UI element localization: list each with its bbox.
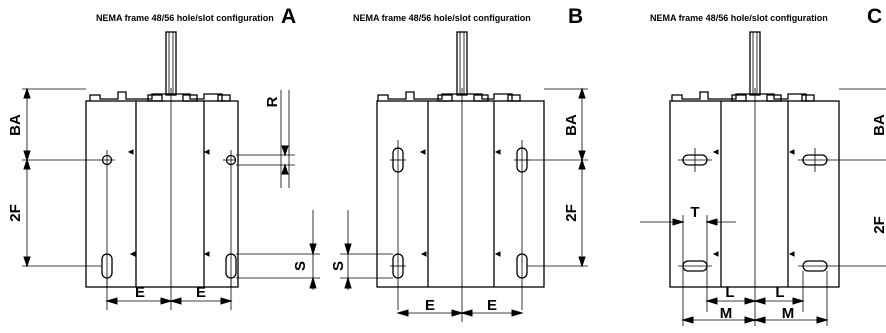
dimension-lines-c: [640, 88, 886, 326]
dim-r-label: R: [264, 96, 281, 107]
dim-l-label: L: [725, 284, 734, 301]
dim-t-label: T: [690, 204, 699, 221]
view-a-letter: A: [281, 5, 296, 28]
dim-e-label: E: [425, 297, 435, 314]
dim-e-label: E: [487, 297, 497, 314]
dim-e-label: E: [135, 284, 145, 301]
dim-m-label: M: [782, 305, 795, 322]
dim-e-label: E: [196, 284, 206, 301]
dim-ba-label: BA: [7, 114, 24, 136]
dimension-labels-b: S BA 2F E E: [330, 114, 580, 314]
view-a: NEMA frame 48/56 hole/slot configuration…: [7, 5, 320, 310]
dimension-labels-c: BA 2F T L L M M: [690, 114, 886, 322]
dim-ba-label: BA: [563, 114, 580, 136]
view-c: NEMA frame 48/56 hole/slot configuration…: [640, 5, 886, 326]
view-b-letter: B: [568, 5, 583, 28]
motor-outline-a: [85, 31, 239, 292]
motor-outline-c: [669, 31, 840, 292]
view-b-title: NEMA frame 48/56 hole/slot configuration: [353, 13, 531, 23]
dim-2f-label: 2F: [871, 216, 886, 234]
dim-ba-label: BA: [871, 114, 886, 136]
view-c-letter: C: [867, 5, 882, 28]
dimension-labels-a: BA 2F R S E E: [7, 96, 309, 301]
dimension-lines-b: [340, 87, 588, 322]
motor-outline-b: [376, 31, 545, 310]
view-b: NEMA frame 48/56 hole/slot configuration…: [330, 5, 588, 322]
dim-l-label: L: [775, 284, 784, 301]
dim-2f-label: 2F: [563, 204, 580, 222]
dim-2f-label: 2F: [7, 204, 24, 222]
view-a-title: NEMA frame 48/56 hole/slot configuration: [96, 13, 274, 23]
dim-s-label: S: [292, 261, 309, 271]
view-c-title: NEMA frame 48/56 hole/slot configuration: [650, 13, 828, 23]
dimension-lines-a: [22, 87, 320, 310]
dim-s-label: S: [330, 261, 347, 271]
dim-m-label: M: [720, 305, 733, 322]
